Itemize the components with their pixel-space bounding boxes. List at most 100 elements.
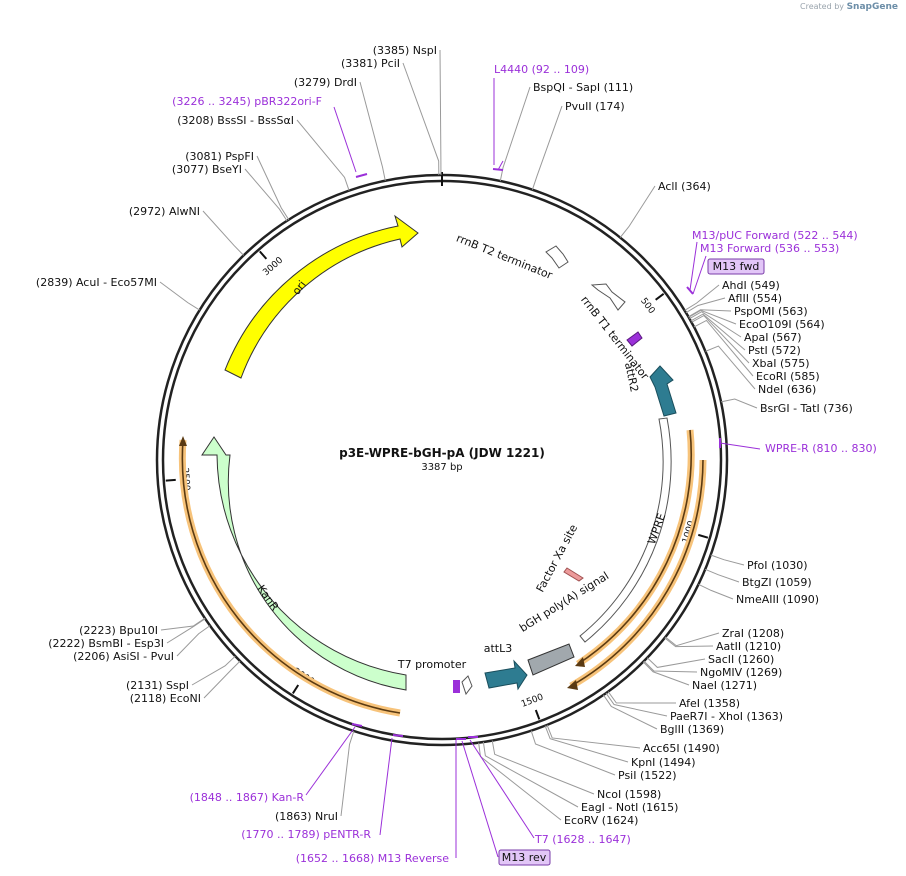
enzyme-label-paer7i[interactable]: PaeR7I - XhoI (1363) bbox=[670, 710, 783, 723]
enzyme-label-nrui[interactable]: (1863) NruI bbox=[275, 810, 338, 823]
enzyme-label-psti[interactable]: PstI (572) bbox=[748, 344, 801, 357]
feature-wpre-arrow[interactable] bbox=[579, 417, 672, 643]
feature-rrnb-t1-arrow[interactable] bbox=[590, 283, 626, 311]
enzyme-label-ecorv[interactable]: EcoRV (1624) bbox=[564, 814, 638, 827]
enzyme-leader-zrai bbox=[665, 632, 720, 647]
primer-leader-lines bbox=[305, 78, 761, 858]
enzyme-label-kpni[interactable]: KpnI (1494) bbox=[631, 756, 696, 769]
primer-label-m13-forward[interactable]: M13 Forward (536 .. 553) bbox=[700, 242, 839, 255]
primer-label-kan-r[interactable]: (1848 .. 1867) Kan-R bbox=[190, 791, 305, 804]
feature-kanr-arrow[interactable] bbox=[201, 436, 407, 691]
primer-label-wpre-r[interactable]: WPRE-R (810 .. 830) bbox=[765, 442, 877, 455]
feature-factorxa[interactable] bbox=[563, 567, 584, 582]
enzyme-label-sspi[interactable]: (2131) SspI bbox=[126, 679, 189, 692]
enzyme-leader-bpu10i bbox=[160, 617, 206, 631]
enzyme-label-asisi[interactable]: (2206) AsiSI - PvuI bbox=[73, 650, 174, 663]
feature-rrnb-t2-arrow[interactable] bbox=[545, 245, 569, 269]
enzyme-label-psii[interactable]: PsiI (1522) bbox=[618, 769, 677, 782]
enzyme-leader-pvuii bbox=[531, 105, 563, 190]
enzyme-label-afei[interactable]: AfeI (1358) bbox=[679, 697, 740, 710]
enzyme-label-naei[interactable]: NaeI (1271) bbox=[692, 679, 757, 692]
primer-marker-rrnb bbox=[626, 331, 643, 347]
enzyme-label-econi[interactable]: (2118) EcoNI bbox=[130, 692, 201, 705]
plasmid-size: 3387 bp bbox=[421, 462, 462, 473]
enzyme-label-acc65i[interactable]: Acc65I (1490) bbox=[643, 742, 720, 755]
enzyme-leader-asisi bbox=[176, 625, 211, 657]
enzyme-label-pcii[interactable]: (3381) PciI bbox=[341, 57, 400, 70]
enzyme-label-bsrgi[interactable]: BsrGI - TatI (736) bbox=[760, 402, 853, 415]
primer-label-m13-puc-forward[interactable]: M13/pUC Forward (522 .. 544) bbox=[692, 229, 858, 242]
m13-fwd-tag[interactable] bbox=[707, 258, 765, 275]
m13-rev-tag-label: M13 rev bbox=[502, 851, 547, 864]
enzyme-leader-xbai bbox=[691, 314, 750, 364]
feature-label-attr2: attR2 bbox=[622, 361, 641, 393]
wpre-track-arrowhead-1 bbox=[567, 680, 578, 690]
enzyme-label-eco0109i[interactable]: EcoO109I (564) bbox=[739, 318, 825, 331]
tick-label-500: 500 bbox=[638, 296, 656, 316]
enzyme-leader-acc65i bbox=[546, 724, 641, 749]
enzyme-label-alwni[interactable]: (2972) AlwNI bbox=[129, 205, 200, 218]
enzyme-label-nmeaiii[interactable]: NmeAIII (1090) bbox=[736, 593, 819, 606]
enzyme-leader-bglii bbox=[602, 694, 658, 730]
tick-mark-3000 bbox=[259, 250, 268, 260]
enzyme-label-ngomiv[interactable]: NgoMIV (1269) bbox=[700, 666, 782, 679]
enzyme-label-bseyi[interactable]: (3077) BseYI bbox=[172, 163, 242, 176]
enzyme-leader-apai bbox=[689, 311, 742, 338]
primer-label-t7[interactable]: T7 (1628 .. 1647) bbox=[534, 833, 631, 846]
enzyme-leader-pspfi bbox=[256, 155, 290, 220]
enzyme-label-drdi[interactable]: (3279) DrdI bbox=[294, 76, 357, 89]
enzyme-leader-eagi bbox=[482, 741, 579, 808]
enzyme-label-pvuii[interactable]: PvuII (174) bbox=[565, 100, 625, 113]
enzyme-label-acui[interactable]: (2839) AcuI - Eco57MI bbox=[36, 276, 157, 289]
enzyme-leader-aatii bbox=[664, 637, 714, 648]
tick-label-1500: 1500 bbox=[520, 692, 545, 710]
primer-label-pentr-r[interactable]: (1770 .. 1789) pENTR-R bbox=[241, 828, 371, 841]
enzyme-leader-kpni bbox=[544, 725, 629, 763]
enzyme-label-bspqi[interactable]: BspQI - SapI (111) bbox=[533, 81, 633, 94]
tick-mark-1500 bbox=[534, 709, 541, 720]
feature-bgh-arrow[interactable] bbox=[527, 643, 575, 676]
primer-marks bbox=[351, 168, 721, 740]
plasmid-name: p3E-WPRE-bGH-pA (JDW 1221) bbox=[339, 446, 545, 460]
enzyme-label-btgzi[interactable]: BtgZI (1059) bbox=[742, 576, 812, 589]
enzyme-leader-ecori bbox=[693, 319, 754, 377]
enzyme-label-pfoi[interactable]: PfoI (1030) bbox=[747, 559, 808, 572]
enzyme-label-sacii[interactable]: SacII (1260) bbox=[708, 653, 774, 666]
enzyme-label-zrai[interactable]: ZraI (1208) bbox=[722, 627, 784, 640]
t7-promoter-marker bbox=[453, 680, 460, 693]
snapgene-credit: Created by SnapGene bbox=[800, 2, 898, 12]
enzyme-leader-nrui bbox=[340, 730, 355, 817]
enzyme-label-ndei[interactable]: NdeI (636) bbox=[758, 383, 816, 396]
enzyme-label-xbai[interactable]: XbaI (575) bbox=[752, 357, 810, 370]
enzyme-label-pspfi[interactable]: (3081) PspFI bbox=[185, 150, 254, 163]
enzyme-leader-nspi bbox=[439, 49, 442, 176]
enzyme-leader-alwni bbox=[202, 210, 244, 256]
backbone-inner-ring bbox=[161, 179, 723, 741]
enzyme-label-pspomi[interactable]: PspOMI (563) bbox=[734, 305, 808, 318]
enzyme-label-bsmbi[interactable]: (2222) BsmBI - Esp3I bbox=[48, 637, 164, 650]
enzyme-label-aatii[interactable]: AatII (1210) bbox=[716, 640, 781, 653]
enzyme-label-eagi[interactable]: EagI - NotI (1615) bbox=[581, 801, 678, 814]
feature-attl3-arrow[interactable] bbox=[484, 659, 528, 691]
enzyme-label-bglii[interactable]: BglII (1369) bbox=[660, 723, 724, 736]
primer-label-l4440[interactable]: L4440 (92 .. 109) bbox=[494, 63, 589, 76]
enzyme-label-acli[interactable]: AclI (364) bbox=[658, 180, 711, 193]
primer-label-m13-reverse[interactable]: (1652 .. 1668) M13 Reverse bbox=[296, 852, 449, 865]
primer-label-pbr322ori-f[interactable]: (3226 .. 3245) pBR322ori-F bbox=[172, 95, 322, 108]
feature-attr2-arrow[interactable] bbox=[649, 365, 677, 417]
feature-label-t7-promoter: T7 promoter bbox=[397, 658, 467, 671]
enzyme-label-ecori[interactable]: EcoRI (585) bbox=[756, 370, 820, 383]
enzyme-label-ahdi[interactable]: AhdI (549) bbox=[722, 279, 780, 292]
enzyme-label-bpu10i[interactable]: (2223) Bpu10I bbox=[79, 624, 158, 637]
tick-mark-2000 bbox=[292, 684, 300, 694]
enzyme-label-apai[interactable]: ApaI (567) bbox=[744, 331, 802, 344]
enzyme-leader-naei bbox=[642, 661, 690, 686]
feature-ori-arrow[interactable] bbox=[224, 214, 419, 379]
m13-rev-tag[interactable] bbox=[498, 849, 551, 866]
enzyme-label-bsssi[interactable]: (3208) BssSI - BssSαI bbox=[177, 114, 294, 127]
enzyme-leader-bseyi bbox=[244, 168, 288, 222]
enzyme-label-aflii[interactable]: AflII (554) bbox=[728, 292, 782, 305]
enzyme-label-nspi[interactable]: (3385) NspI bbox=[373, 44, 437, 57]
enzyme-label-ncoi[interactable]: NcoI (1598) bbox=[597, 788, 661, 801]
